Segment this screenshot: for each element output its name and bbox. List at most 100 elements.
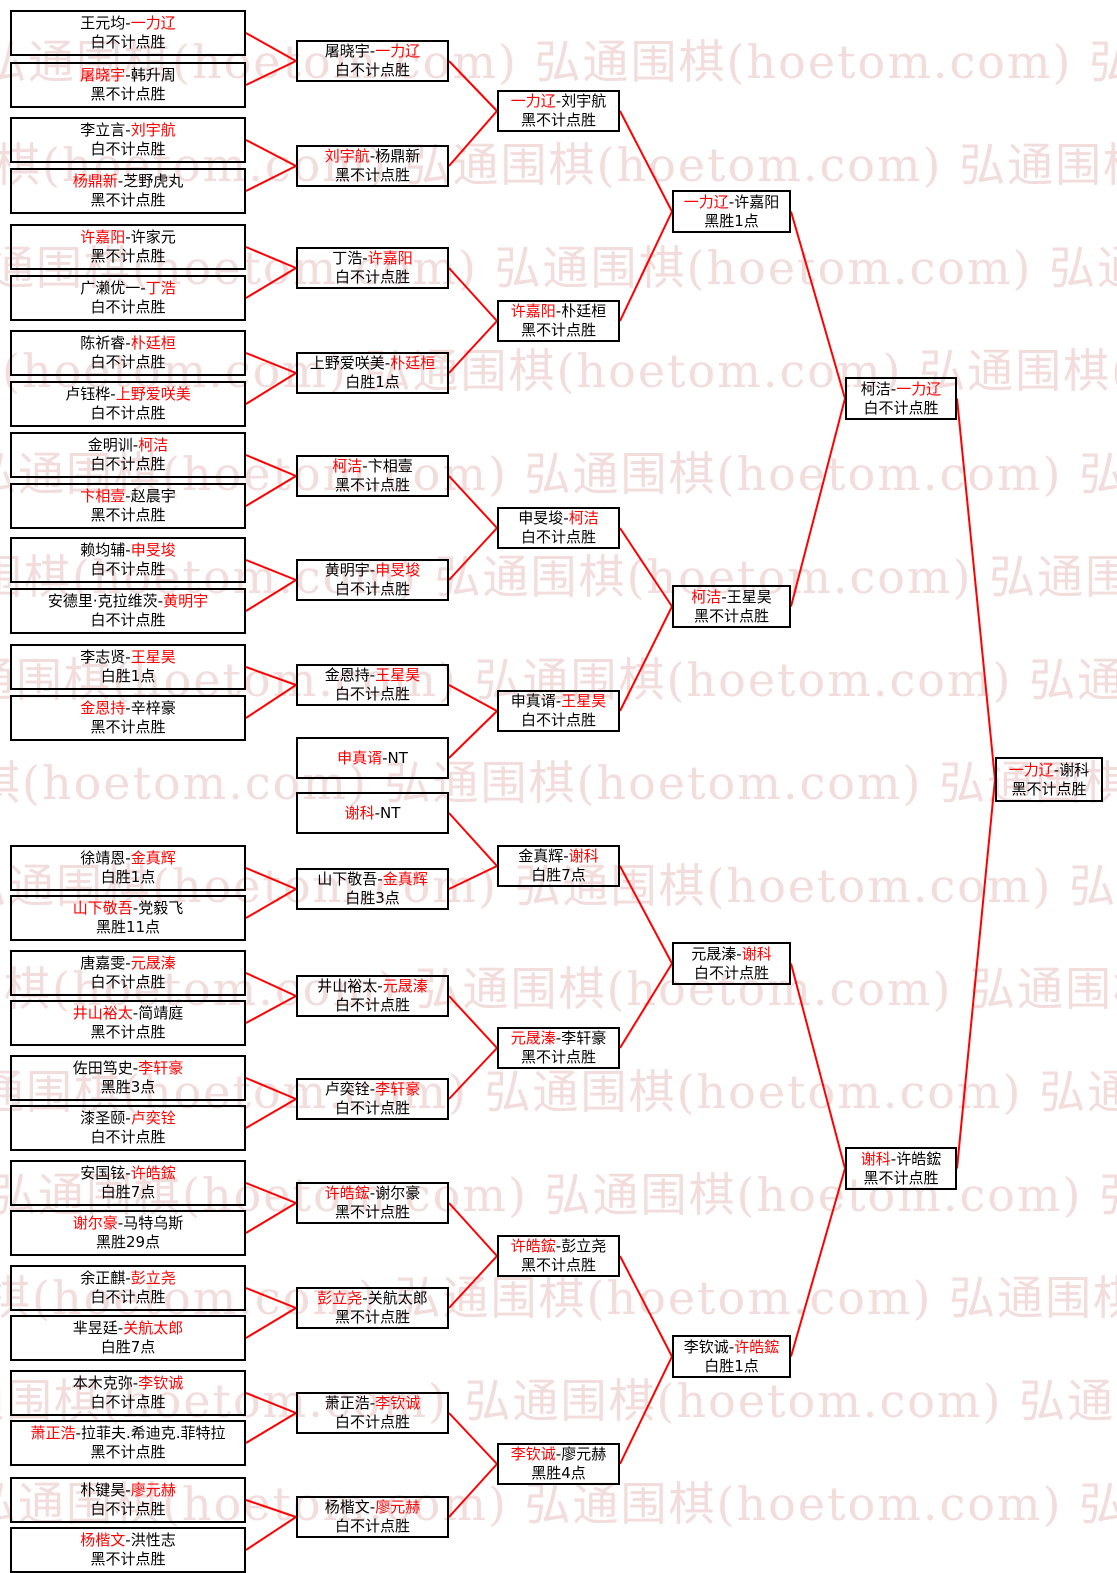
match-box-round-1-22: 谢尔豪-马特乌斯黑胜29点 [10, 1210, 246, 1256]
player2-name: 廖元赫 [130, 1481, 176, 1499]
bracket-line [245, 1287, 297, 1309]
player1-name: 萧正浩 [324, 1394, 370, 1412]
match-box-round-2-1: 屠晓宇-一力辽白不计点胜 [296, 40, 449, 82]
match-players: 李钦诚-许皓鋐 [674, 1338, 789, 1357]
player2-name: 谢科 [568, 847, 599, 865]
match-result: 白不计点胜 [90, 404, 166, 422]
player2-name: 申旻埈 [375, 561, 421, 579]
player1-name: 申真谞 [510, 692, 556, 710]
player1-name: 井山裕太 [317, 977, 378, 995]
match-players: 申旻埈-柯洁 [499, 509, 618, 528]
match-box-round-3-6: 元晟溱-李轩豪黑不计点胜 [497, 1027, 620, 1069]
player-separator: - [140, 279, 146, 297]
match-players: 柯洁-卞相壹 [298, 457, 447, 476]
player-separator: - [132, 899, 139, 917]
bracket-line [448, 684, 498, 712]
match-players: 朴键昊-廖元赫 [12, 1481, 244, 1500]
player2-name: 王星昊 [130, 648, 176, 666]
match-box-semifinals-2: 谢科-许皓鋐黑不计点胜 [845, 1147, 957, 1190]
bracket-line [245, 1499, 297, 1518]
match-players: 柯洁-王星昊 [674, 588, 789, 607]
match-result: 白不计点胜 [90, 611, 166, 629]
match-players: 申真谞-NT [298, 749, 447, 768]
match-result: 黑不计点胜 [334, 166, 410, 184]
bracket-line [619, 1356, 673, 1465]
bracket-line [245, 995, 297, 1024]
player2-name: 王星昊 [375, 666, 421, 684]
player2-name: 拉菲夫.希迪克.菲特拉 [80, 1424, 226, 1442]
player1-name: 赖均辅 [80, 541, 126, 559]
match-result: 黑不计点胜 [520, 321, 596, 339]
match-players: 卢奕铨-李轩豪 [298, 1080, 447, 1099]
bracket-line [448, 267, 498, 322]
match-players: 金恩持-王星昊 [298, 666, 447, 685]
match-players: 上野爱咲美-朴廷桓 [298, 354, 447, 373]
match-result: 白不计点胜 [90, 1288, 166, 1306]
player1-name: 许皓鋐 [324, 1184, 370, 1202]
player-separator: - [555, 1029, 562, 1047]
player2-name: 王星昊 [561, 692, 607, 710]
match-result: 白不计点胜 [90, 298, 166, 316]
player-separator: - [369, 1498, 376, 1516]
bracket-line [245, 684, 297, 719]
player-separator: - [157, 592, 164, 610]
match-players: 井山裕太-简靖庭 [12, 1004, 244, 1023]
player1-name: 王元均 [80, 14, 126, 32]
match-players: 许皓鋐-谢尔豪 [298, 1184, 447, 1203]
player-separator: - [125, 954, 131, 972]
player2-name: 彭立尧 [561, 1237, 607, 1255]
match-box-round-2-4: 上野爱咲美-朴廷桓白胜1点 [296, 352, 449, 394]
player1-name: 李钦诚 [683, 1337, 729, 1356]
match-players: 元晟溱-谢科 [674, 945, 789, 964]
bracket-line [245, 1516, 297, 1551]
match-box-round-1-8: 卢钰桦-上野爱咲美白不计点胜 [10, 381, 246, 427]
player1-name: 金真辉 [518, 847, 564, 865]
bracket-line [245, 579, 297, 612]
match-result: 黑不计点胜 [90, 718, 166, 736]
player-separator: - [377, 870, 383, 888]
player-separator: - [555, 92, 562, 110]
match-result: 黑不计点胜 [863, 1168, 939, 1187]
bracket-line [448, 110, 498, 167]
match-result: 黑不计点胜 [520, 1256, 596, 1274]
player-separator: - [1053, 760, 1060, 779]
match-players: 金真辉-谢科 [499, 847, 618, 866]
player2-name: 许皓鋐 [734, 1337, 780, 1356]
match-players: 安德里·克拉维茨-黄明宇 [12, 592, 244, 611]
match-result: 黑不计点胜 [90, 191, 166, 209]
match-players: 丁浩-许嘉阳 [298, 249, 447, 268]
player-separator: - [563, 509, 569, 527]
player2-name: 许嘉阳 [734, 192, 780, 211]
match-result: 白不计点胜 [334, 1099, 410, 1117]
match-players: 广濑优一-丁浩 [12, 279, 244, 298]
match-box-round-1-5: 许嘉阳-许家元黑不计点胜 [10, 224, 246, 270]
match-players: 芈昱廷-关航太郎 [12, 1319, 244, 1338]
match-result: 白不计点胜 [334, 580, 410, 598]
match-result: 黑胜11点 [95, 918, 161, 936]
match-result: 黑不计点胜 [90, 506, 166, 524]
player-separator: - [125, 334, 131, 352]
match-box-round-1-27: 朴键昊-廖元赫白不计点胜 [10, 1477, 246, 1523]
bracket-line [245, 454, 297, 477]
match-box-round-1-25: 本木克弥-李钦诚白不计点胜 [10, 1370, 246, 1416]
player-separator: - [125, 1109, 131, 1127]
match-box-round-1-4: 杨鼎新-芝野虎丸黑不计点胜 [10, 168, 246, 214]
match-result: 白不计点胜 [90, 560, 166, 578]
bracket-line [245, 888, 297, 919]
player1-name: 元晟溱 [691, 944, 737, 963]
bracket-line [245, 165, 297, 192]
match-box-round-3-2: 许嘉阳-朴廷桓黑不计点胜 [497, 300, 620, 342]
player2-name: NT [387, 748, 408, 767]
player2-name: 马特乌斯 [123, 1214, 184, 1232]
match-players: 屠晓宇-一力辽 [298, 42, 447, 61]
match-result: 黑不计点胜 [1011, 779, 1087, 798]
bracket-line [245, 1307, 297, 1339]
match-result: 白胜7点 [100, 1183, 156, 1201]
player-separator: - [728, 192, 735, 211]
player2-name: 柯洁 [138, 436, 169, 454]
player1-name: 金明训 [87, 436, 133, 454]
player2-name: 赵晨宇 [130, 487, 176, 505]
match-result: 黑不计点胜 [520, 1048, 596, 1066]
